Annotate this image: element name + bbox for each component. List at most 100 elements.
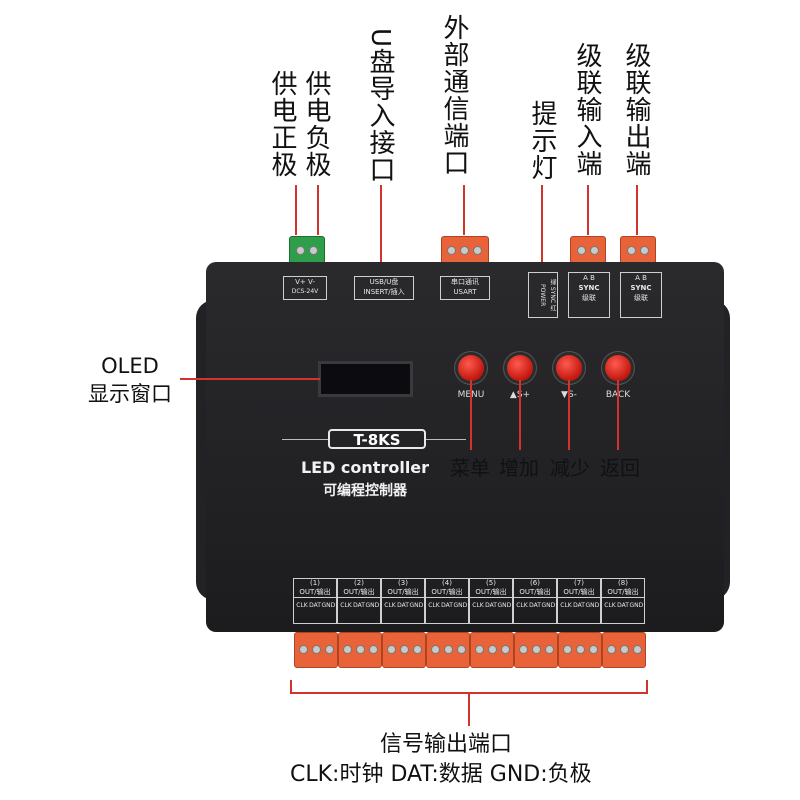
menu-button[interactable] <box>458 355 484 381</box>
pin-label: DAT <box>573 602 585 609</box>
pin-label: DAT <box>441 602 453 609</box>
output-terminal-1[interactable] <box>294 632 338 668</box>
menu-cn-label: 菜单 <box>450 456 490 480</box>
output-caption: OUT/输出 <box>382 587 424 598</box>
pin-label: GND <box>497 602 512 609</box>
divider-line <box>282 439 328 440</box>
pointer-line <box>317 185 319 235</box>
output-terminal-2[interactable] <box>338 632 382 668</box>
output-caption: OUT/输出 <box>426 587 468 598</box>
screw-icon <box>356 645 365 654</box>
pin-label: DAT <box>397 602 409 609</box>
output-number: (1) <box>310 579 320 587</box>
pin-label: DAT <box>529 602 541 609</box>
sync-out-terminal[interactable] <box>620 236 656 266</box>
output-terminal-4[interactable] <box>426 632 470 668</box>
label-sync-out: 级联输出端 <box>621 42 651 177</box>
pointer-line <box>617 380 619 450</box>
pin-label: DAT <box>485 602 497 609</box>
increase-button[interactable] <box>507 355 533 381</box>
indicator-label: 绿 SYNC 红 POWER <box>528 272 558 318</box>
usart-terminal[interactable] <box>441 236 489 266</box>
output-caption: OUT/输出 <box>602 587 644 598</box>
pin-label: GND <box>409 602 424 609</box>
pointer-line <box>470 380 472 450</box>
screw-icon <box>325 645 334 654</box>
label-usart: 外部通信端口 <box>439 14 469 176</box>
output-caption: OUT/输出 <box>514 587 556 598</box>
screw-icon <box>633 645 642 654</box>
output-terminal-5[interactable] <box>470 632 514 668</box>
pin-label: GND <box>585 602 600 609</box>
label-sync-in: 级联输入端 <box>572 42 602 177</box>
product-title: LED controller <box>300 458 430 477</box>
pin-label: DAT <box>309 602 321 609</box>
output-number: (3) <box>398 579 408 587</box>
screw-icon <box>343 645 352 654</box>
output-number: (4) <box>442 579 452 587</box>
pin-label: GND <box>541 602 556 609</box>
pointer-line <box>519 380 521 450</box>
screw-icon <box>488 645 497 654</box>
screw-icon <box>387 645 396 654</box>
output-terminal-8[interactable] <box>602 632 646 668</box>
screw-icon <box>457 645 466 654</box>
output-caption: OUT/输出 <box>558 587 600 598</box>
output-terminal-3[interactable] <box>382 632 426 668</box>
output-number: (2) <box>354 579 364 587</box>
screw-icon <box>312 645 321 654</box>
output-number: (6) <box>530 579 540 587</box>
pin-label: GND <box>629 602 644 609</box>
decrease-button[interactable] <box>556 355 582 381</box>
pin-label: GND <box>453 602 468 609</box>
model-badge: T-8KS <box>328 429 426 449</box>
pointer-line <box>180 378 320 380</box>
screw-icon <box>620 645 629 654</box>
power-terminal[interactable] <box>289 236 325 266</box>
pin-label: CLK <box>472 602 484 609</box>
pointer-line <box>380 185 382 273</box>
screw-icon <box>576 645 585 654</box>
output-terminal-7[interactable] <box>558 632 602 668</box>
screw-icon <box>501 645 510 654</box>
back-button[interactable] <box>605 355 631 381</box>
output-terminal-6[interactable] <box>514 632 558 668</box>
pin-label: CLK <box>428 602 440 609</box>
bracket-line <box>646 680 648 694</box>
pointer-line <box>463 185 465 235</box>
pointer-line <box>568 380 570 450</box>
screw-icon <box>519 645 528 654</box>
pin-label: GND <box>365 602 380 609</box>
pin-label: CLK <box>296 602 308 609</box>
screw-icon <box>299 645 308 654</box>
sync-in-terminal[interactable] <box>570 236 606 266</box>
decrease-cn-label: 减少 <box>550 456 590 480</box>
oled-label: OLED 显示窗口 <box>88 354 172 406</box>
pin-label: GND <box>321 602 336 609</box>
oled-screen <box>318 361 413 397</box>
power-port-label: V+ V-DCS-24V <box>283 276 327 300</box>
output-number: (7) <box>574 579 584 587</box>
pointer-line <box>295 185 297 235</box>
screw-icon <box>413 645 422 654</box>
divider-line <box>426 439 466 440</box>
label-v-plus: 供电正极 <box>267 70 297 178</box>
pin-label: CLK <box>340 602 352 609</box>
bracket-line <box>468 692 470 726</box>
pin-label: DAT <box>617 602 629 609</box>
screw-icon <box>589 645 598 654</box>
screw-icon <box>475 645 484 654</box>
output-number: (8) <box>618 579 628 587</box>
label-usb: U盘导入接口 <box>365 28 395 184</box>
increase-cn-label: 增加 <box>499 456 539 480</box>
screw-icon <box>532 645 541 654</box>
output-number: (5) <box>486 579 496 587</box>
